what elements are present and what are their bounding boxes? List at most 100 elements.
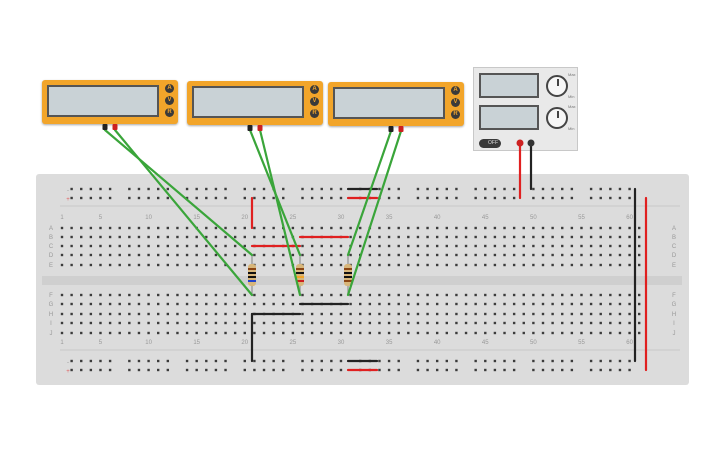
row-letter: J	[673, 331, 676, 337]
mode-button-v[interactable]: V	[165, 96, 174, 105]
breadboard-hole	[541, 312, 545, 316]
rail-hole	[214, 359, 218, 363]
breadboard-hole	[435, 235, 439, 239]
rail-hole	[214, 368, 218, 372]
column-number: 45	[482, 215, 489, 221]
positive-terminal	[516, 139, 524, 147]
mode-button-v[interactable]: V	[310, 97, 319, 106]
power-switch[interactable]: OFF	[479, 139, 501, 148]
multimeter-3[interactable]: A V R	[328, 82, 464, 126]
rail-hole	[99, 368, 102, 372]
breadboard-hole	[532, 331, 535, 335]
voltage-knob[interactable]	[546, 75, 568, 97]
breadboard-hole	[253, 253, 256, 257]
breadboard-hole	[580, 235, 583, 239]
breadboard-hole	[224, 321, 227, 325]
rail-hole	[195, 196, 198, 200]
probe-jack	[257, 125, 263, 131]
rail-hole	[561, 368, 564, 372]
breadboard-hole	[580, 331, 583, 335]
rail-hole	[108, 187, 112, 191]
breadboard-hole	[214, 321, 218, 325]
rail-hole	[387, 187, 391, 191]
breadboard-hole	[60, 293, 64, 297]
breadboard-hole	[628, 263, 631, 267]
mode-button-r[interactable]: R	[165, 108, 174, 117]
mode-button-v[interactable]: V	[451, 98, 460, 107]
mode-button-a[interactable]: A	[451, 86, 460, 95]
breadboard-hole	[551, 312, 554, 316]
rail-hole	[561, 359, 564, 363]
breadboard-hole	[99, 302, 102, 306]
mode-button-r[interactable]: R	[310, 109, 319, 118]
breadboard-hole	[99, 253, 102, 257]
breadboard-hole	[561, 321, 564, 325]
breadboard-hole	[426, 331, 429, 335]
breadboard-hole	[589, 235, 593, 239]
breadboard-hole	[118, 321, 121, 325]
mode-button-r[interactable]: R	[451, 110, 460, 119]
power-supply[interactable]: Max Min Max Min OFF	[473, 67, 578, 151]
breadboard-hole	[147, 226, 150, 230]
breadboard-hole	[599, 235, 602, 239]
breadboard-hole	[330, 226, 333, 230]
rail-hole	[166, 196, 170, 200]
column-number: 5	[99, 215, 103, 221]
rail-hole	[137, 368, 141, 372]
rail-hole	[484, 368, 487, 372]
mode-button-a[interactable]: A	[310, 85, 319, 94]
breadboard-hole	[522, 293, 525, 297]
breadboard-hole	[484, 235, 487, 239]
breadboard-hole	[570, 293, 574, 297]
breadboard-hole	[397, 253, 400, 257]
breadboard-hole	[541, 263, 545, 267]
breadboard-hole	[205, 253, 208, 257]
breadboard-hole	[118, 226, 121, 230]
rail-hole	[147, 196, 150, 200]
breadboard-hole	[445, 293, 448, 297]
breadboard-hole	[407, 244, 410, 248]
rail-hole	[339, 368, 343, 372]
breadboard-hole	[214, 312, 218, 316]
breadboard-hole	[580, 244, 583, 248]
breadboard-hole	[570, 253, 574, 257]
rail-hole	[416, 187, 420, 191]
breadboard-hole	[108, 253, 112, 257]
breadboard-hole	[387, 235, 391, 239]
breadboard-hole	[233, 331, 237, 335]
breadboard-hole	[493, 244, 497, 248]
breadboard-hole	[205, 331, 208, 335]
breadboard-hole	[282, 235, 285, 239]
breadboard-hole	[108, 244, 112, 248]
breadboard-hole	[70, 331, 73, 335]
rail-hole	[628, 368, 631, 372]
breadboard-hole	[426, 312, 429, 316]
mode-button-a[interactable]: A	[165, 84, 174, 93]
breadboard-hole	[580, 226, 583, 230]
breadboard-hole	[89, 293, 93, 297]
rail-hole	[387, 359, 391, 363]
breadboard-hole	[282, 302, 285, 306]
rail-hole	[541, 368, 545, 372]
breadboard-hole	[378, 331, 381, 335]
breadboard-hole	[464, 226, 468, 230]
column-number: 20	[241, 215, 248, 221]
breadboard-hole	[618, 226, 622, 230]
breadboard-hole	[618, 331, 622, 335]
breadboard-hole	[416, 235, 420, 239]
breadboard-hole	[253, 235, 256, 239]
breadboard-hole	[118, 293, 121, 297]
current-knob[interactable]	[546, 107, 568, 129]
breadboard-hole	[609, 331, 612, 335]
multimeter-2[interactable]: A V R	[187, 81, 323, 125]
breadboard-hole	[397, 226, 400, 230]
breadboard-hole	[426, 302, 429, 306]
multimeter-1[interactable]: A V R	[42, 80, 178, 124]
breadboard-hole	[310, 263, 314, 267]
breadboard-hole	[89, 331, 93, 335]
breadboard-hole	[137, 263, 141, 267]
breadboard-hole	[445, 253, 448, 257]
rail-hole	[561, 187, 564, 191]
rail-hole	[378, 187, 381, 191]
breadboard-hole	[147, 235, 150, 239]
